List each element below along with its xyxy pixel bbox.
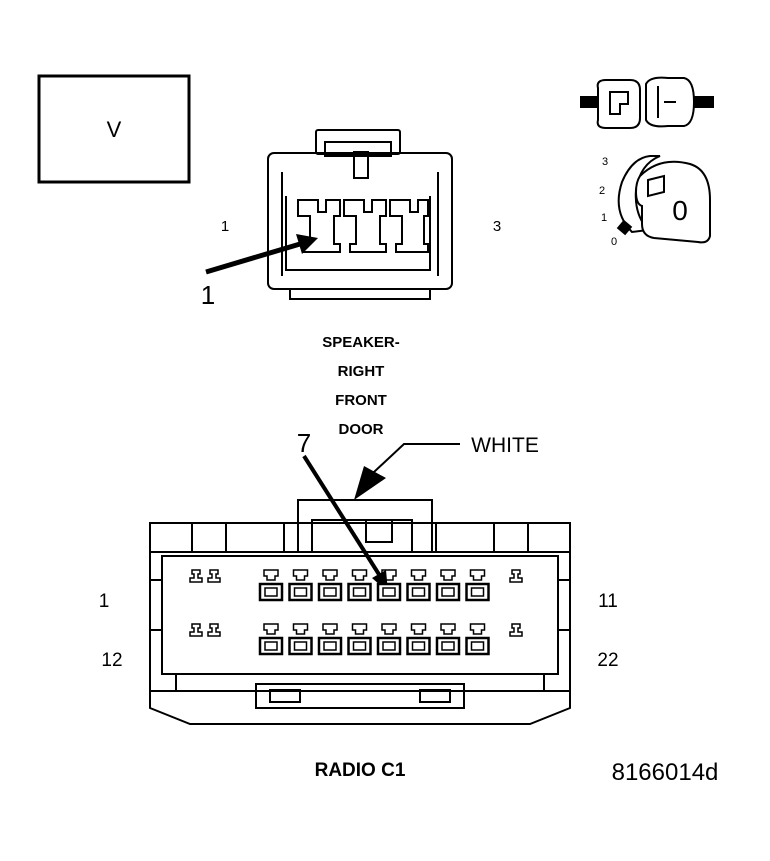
radio-terminal-row1-7 [435,569,461,602]
radio-terminal-row1-6 [406,569,431,602]
radio-terminal-row1-8 [465,569,490,602]
radio-terminal-row2-6 [406,623,431,656]
radio-terminal-row2-8 [465,623,490,656]
speaker-pin-3-label: 3 [493,218,501,235]
radio-pin-1-label: 1 [99,591,110,612]
radio-terminal-row1-5 [376,569,402,602]
key-position-icon: 0 [616,155,711,244]
view-indicator-label: V [107,117,122,142]
radio-clip-right-row2 [509,623,523,637]
radio-terminal-row2-5 [376,623,402,656]
radio-terminal-row1-4 [347,569,372,602]
radio-pin-11-label: 11 [598,591,618,612]
radio-pin-12-label: 12 [101,650,122,671]
speaker-name-line-3: FRONT [335,392,387,409]
key-position-3-label: 3 [602,156,608,168]
key-position-1-label: 1 [601,212,607,224]
radio-terminal-row2-3 [317,623,343,656]
speaker-name-line-2: RIGHT [338,363,385,380]
radio-connector-name: RADIO C1 [315,760,406,781]
radio-color-leader [354,443,460,500]
radio-terminal-row2-4 [347,623,372,656]
radio-pin-22-label: 22 [597,650,618,671]
radio-clip-left-b-row1 [207,569,221,583]
radio-clip-right-row1 [509,569,523,583]
radio-connector-body [149,499,571,725]
radio-clip-left-a-row2 [189,623,203,637]
radio-terminal-row1-2 [288,569,313,602]
radio-terminal-row2-2 [288,623,313,656]
radio-callout-number: 7 [297,428,311,458]
connector-side-view-icon [580,76,714,129]
radio-terminal-row2-7 [435,623,461,656]
key-position-0-label: 0 [611,236,617,248]
radio-terminal-grid [189,569,523,656]
radio-terminal-row1-1 [258,569,284,602]
speaker-connector [267,129,453,300]
radio-terminal-row2-1 [258,623,284,656]
speaker-name-line-1: SPEAKER- [322,334,400,351]
speaker-callout-number: 1 [201,280,215,310]
key-mark: 0 [672,195,688,226]
radio-clip-left-b-row2 [207,623,221,637]
radio-color-label: WHITE [471,434,539,457]
speaker-pin-1-label: 1 [221,218,229,235]
radio-terminal-row1-3 [317,569,343,602]
view-indicator-box: V [37,74,191,184]
key-position-2-label: 2 [599,185,605,197]
figure-id: 8166014d [612,759,719,786]
speaker-callout-arrow [205,234,318,275]
speaker-name-line-4: DOOR [339,421,384,438]
radio-clip-left-a-row1 [189,569,203,583]
speaker-connector-name: SPEAKER- RIGHT FRONT DOOR [322,334,400,438]
